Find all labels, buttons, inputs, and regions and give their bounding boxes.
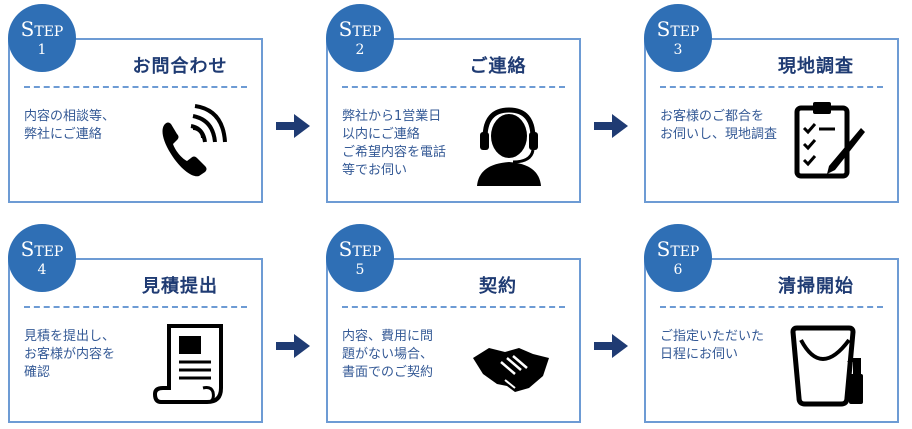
step-word-rest: TEP <box>352 24 382 40</box>
step-description: 弊社から1営業日 以内にご連絡 ご希望内容を電話 等でお伺い <box>342 109 447 178</box>
step-number: 4 <box>37 262 47 278</box>
step-card-6: 清掃開始 ご指定いただいた 日程にお伺い <box>644 258 899 423</box>
step-description: 内容の相談等、 弊社にご連絡 <box>24 109 116 142</box>
clipboard-checklist-icon <box>794 102 865 179</box>
divider <box>342 306 565 308</box>
document-scroll-icon <box>152 324 223 404</box>
step-title: お問合わせ <box>132 56 228 77</box>
step-number: 2 <box>355 42 365 58</box>
step-description: 見積を提出し、 お客様が内容を 確認 <box>24 329 116 380</box>
divider <box>660 86 883 88</box>
step-word-initial: S <box>20 17 35 41</box>
step-word-initial: S <box>20 237 35 261</box>
step-card-1: お問合わせ 内容の相談等、 弊社にご連絡 <box>8 38 263 203</box>
step-number: 5 <box>355 262 365 278</box>
step-word-initial: S <box>338 17 353 41</box>
step-word-initial: S <box>656 237 671 261</box>
step-badge-3: STEP 3 <box>644 4 712 72</box>
divider <box>24 86 247 88</box>
step-title: 契約 <box>479 276 517 297</box>
step-word-rest: TEP <box>34 24 64 40</box>
step-badge-1: STEP 1 <box>8 4 76 72</box>
step-badge-6: STEP 6 <box>644 224 712 292</box>
divider <box>660 306 883 308</box>
bucket-spray-icon <box>790 325 863 407</box>
step-number: 3 <box>673 42 683 58</box>
handshake-icon <box>473 348 549 392</box>
step-word-rest: TEP <box>352 244 382 260</box>
step-word-rest: TEP <box>670 244 700 260</box>
step-title: 現地調査 <box>778 56 854 77</box>
divider <box>342 86 565 88</box>
step-badge-2: STEP 2 <box>326 4 394 72</box>
phone-icon <box>162 104 227 177</box>
step-description: ご指定いただいた 日程にお伺い <box>660 329 765 362</box>
step-number: 6 <box>673 262 683 278</box>
arrow-right-icon <box>594 114 628 138</box>
step-description: 内容、費用に問 題がない場合、 書面でのご契約 <box>342 329 434 380</box>
step-word-initial: S <box>656 17 671 41</box>
arrow-right-icon <box>276 114 310 138</box>
step-number: 1 <box>37 42 47 58</box>
step-title: ご連絡 <box>469 56 527 77</box>
divider <box>24 306 247 308</box>
step-word-initial: S <box>338 237 353 261</box>
arrow-right-icon <box>276 334 310 358</box>
step-badge-4: STEP 4 <box>8 224 76 292</box>
step-description: お客様のご都合を お伺いし、現地調査 <box>660 109 778 142</box>
step-card-3: 現地調査 お客様のご都合を お伺いし、現地調査 <box>644 38 899 203</box>
step-title: 見積提出 <box>142 276 218 297</box>
arrow-right-icon <box>594 334 628 358</box>
step-badge-5: STEP 5 <box>326 224 394 292</box>
step-word-rest: TEP <box>670 24 700 40</box>
step-word-rest: TEP <box>34 244 64 260</box>
step-title: 清掃開始 <box>778 276 854 297</box>
headset-operator-icon <box>477 107 541 186</box>
